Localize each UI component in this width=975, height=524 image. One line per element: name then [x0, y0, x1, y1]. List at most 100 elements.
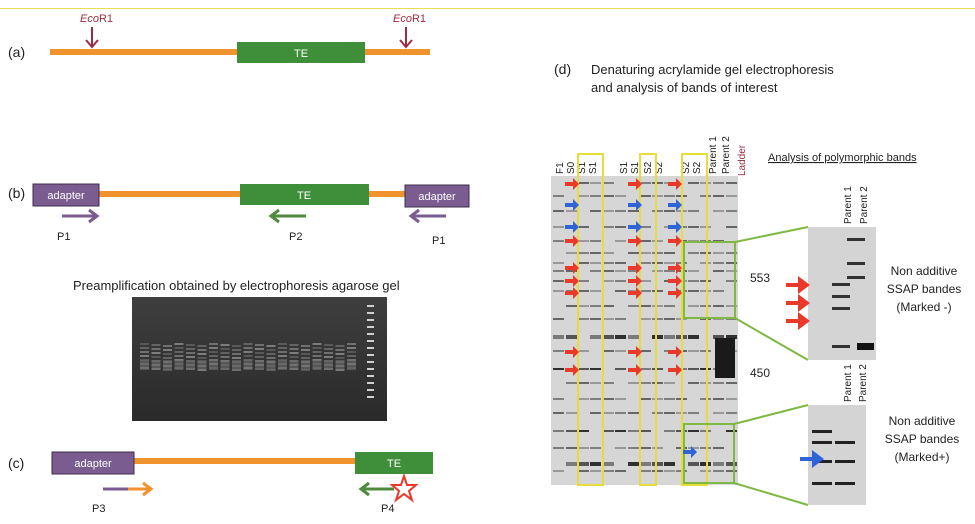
gel-band	[578, 182, 589, 184]
gel-band	[640, 470, 651, 472]
gel-band	[664, 398, 675, 400]
agarose-band	[255, 356, 264, 358]
ladder-band	[367, 305, 374, 307]
gel-band	[652, 210, 663, 212]
size-marker-553: 553	[750, 271, 770, 285]
red-arrow	[565, 178, 579, 190]
non-additive-minus-line2: SSAP bandes	[887, 282, 962, 296]
red-arrow	[628, 287, 642, 299]
gel-band	[628, 382, 639, 384]
red-arrow	[668, 287, 682, 299]
gel-band	[628, 412, 639, 414]
gel-band	[652, 335, 663, 339]
lane-label: S0	[566, 161, 577, 174]
gel-band	[590, 412, 601, 414]
red-arrow	[668, 275, 682, 287]
gel-band	[615, 398, 626, 400]
primer-label-p4: P4	[381, 503, 394, 515]
agarose-band	[289, 360, 299, 370]
gel-band	[578, 240, 589, 242]
panel-label-c: (c)	[8, 455, 25, 471]
gel-band	[566, 210, 577, 212]
blue-arrow	[565, 199, 579, 211]
agarose-band	[163, 360, 172, 370]
gel-band	[640, 430, 651, 432]
red-arrow	[565, 364, 579, 376]
gel-band	[688, 335, 699, 339]
gel-band	[713, 470, 724, 472]
gel-band	[553, 226, 564, 228]
zoom-band	[832, 345, 850, 348]
zoom-band	[832, 307, 850, 310]
agarose-band	[278, 347, 287, 349]
gel-band	[640, 462, 651, 466]
top-rule	[0, 8, 975, 9]
gel-band	[628, 462, 639, 466]
blue-arrow	[628, 221, 642, 233]
zoom-line	[734, 317, 809, 361]
lane-label: F1	[555, 162, 566, 174]
gel-band	[700, 430, 711, 432]
gel-band	[688, 270, 699, 272]
te-box-b	[240, 184, 369, 205]
zoom-band	[812, 482, 832, 485]
gel-band	[603, 305, 614, 307]
agarose-band	[163, 345, 172, 347]
agarose-band	[197, 357, 207, 359]
analysis-title: Analysis of polymorphic bands	[768, 152, 917, 164]
gel-band	[578, 226, 589, 228]
agarose-band	[243, 360, 253, 370]
adapter-label-right-b: adapter	[418, 191, 456, 203]
gel-band	[652, 318, 663, 320]
gel-band	[688, 412, 699, 414]
gel-band	[628, 252, 639, 254]
gel-band	[652, 368, 663, 370]
gel-band	[615, 430, 626, 432]
ladder-band	[367, 340, 374, 342]
lane-labels: F1 S0 S1 S1 S1 S1 S2 S2 S2 S2 Parent 1 P…	[555, 136, 748, 176]
agarose-band	[220, 360, 230, 370]
red-arrow	[628, 364, 642, 376]
agarose-band	[289, 348, 299, 350]
gel-band	[553, 280, 564, 282]
gel-band	[688, 447, 699, 449]
gel-band	[652, 290, 663, 292]
gel-band	[590, 195, 601, 197]
lane-label: S2	[643, 161, 654, 174]
agarose-band	[255, 344, 264, 346]
gel-band	[628, 430, 639, 432]
gel-band	[615, 318, 626, 320]
agarose-band	[197, 353, 207, 355]
gel-band	[615, 290, 626, 292]
gel-band	[578, 262, 589, 264]
gel-band	[640, 447, 651, 449]
agarose-band	[335, 353, 345, 355]
gel-band	[713, 398, 724, 400]
agarose-band	[140, 351, 149, 353]
gel-band	[640, 262, 651, 264]
lane-label: S1	[619, 161, 630, 174]
gel-band	[603, 270, 614, 272]
gel-band	[688, 368, 699, 370]
gel-band	[726, 382, 737, 384]
gel-band	[615, 240, 626, 242]
gel-band	[615, 270, 626, 272]
primer-label-p1-right: P1	[432, 235, 445, 247]
gel-band	[688, 280, 699, 282]
gel-band	[553, 195, 564, 197]
gel-band	[615, 412, 626, 414]
red-arrow	[628, 275, 642, 287]
gel-band	[713, 195, 724, 197]
gel-band	[603, 252, 614, 254]
agarose-band	[174, 347, 184, 349]
blue-arrow	[565, 221, 579, 233]
agarose-band	[140, 343, 149, 345]
gel-band	[628, 270, 639, 272]
zoom-line	[733, 404, 809, 425]
gel-band	[726, 398, 737, 400]
agarose-band	[186, 352, 195, 354]
zoom-gel-upper: Parent 1 Parent 2	[808, 186, 876, 360]
gel-band	[640, 182, 651, 184]
gel-band	[628, 447, 639, 449]
